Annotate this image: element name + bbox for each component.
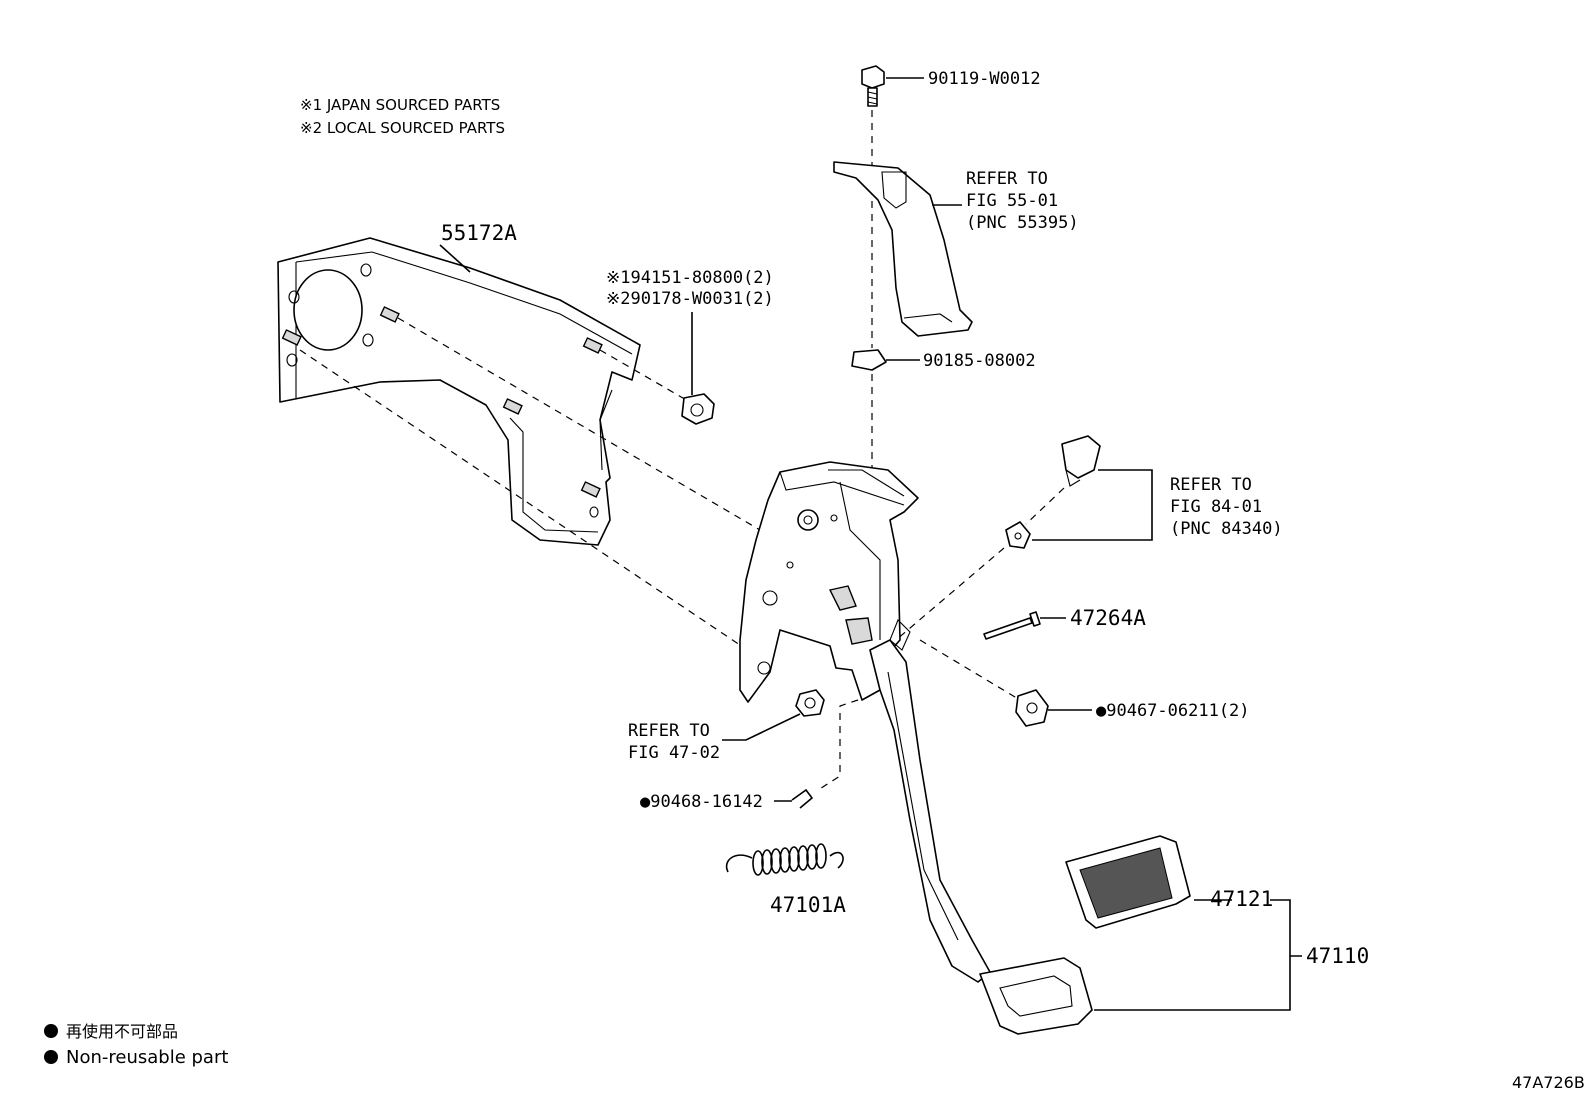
return-spring-47101a[interactable] <box>725 843 844 876</box>
label-refer55-line1: REFER TO <box>966 169 1048 189</box>
label-47264a: 47264A <box>1070 606 1146 630</box>
label-47110: 47110 <box>1306 944 1369 968</box>
dash-clip <box>817 699 859 791</box>
legend-bullet-jp <box>44 1024 58 1038</box>
label-90468: ●90468-16142 <box>640 792 763 812</box>
brake-pedal-47110[interactable] <box>869 639 991 983</box>
legend-en: Non-reusable part <box>66 1047 228 1068</box>
label-refer47-line1: REFER TO <box>628 721 710 741</box>
dash-stud-3 <box>599 349 696 406</box>
legend-bullet-en <box>44 1050 58 1064</box>
label-194151: ※194151-80800(2) <box>606 268 774 288</box>
bracket-47110 <box>1094 899 1302 1011</box>
cushion-90467[interactable] <box>1015 689 1049 727</box>
label-refer55-line2: FIG 55-01 <box>966 191 1058 211</box>
label-47121: 47121 <box>1210 887 1273 911</box>
nut-refer47[interactable] <box>795 689 825 717</box>
pedal-pad-47110[interactable] <box>979 957 1093 1035</box>
bracket-55172a[interactable] <box>277 237 641 546</box>
label-55172a: 55172A <box>441 221 517 245</box>
label-refer84-line1: REFER TO <box>1170 475 1252 495</box>
label-refer84-line2: FIG 84-01 <box>1170 497 1262 517</box>
dash-clip-switch <box>895 547 1005 641</box>
leader-55172a <box>439 244 471 273</box>
dash-switch <box>1025 487 1065 525</box>
reinforcement-55395[interactable] <box>833 161 973 337</box>
label-47101a: 47101A <box>770 893 846 917</box>
note-local-sourced: ※2 LOCAL SOURCED PARTS <box>300 119 505 137</box>
label-refer47-line2: FIG 47-02 <box>628 743 720 763</box>
note-japan-sourced: ※1 JAPAN SOURCED PARTS <box>300 96 500 114</box>
label-290178: ※290178-W0031(2) <box>606 289 774 309</box>
bolt-90119[interactable] <box>861 65 885 107</box>
figure-code: 47A726B <box>1512 1073 1585 1092</box>
label-90119: 90119-W0012 <box>928 69 1041 89</box>
label-90185: 90185-08002 <box>923 351 1036 371</box>
label-90467: ●90467-06211(2) <box>1096 701 1250 721</box>
pedal-pad-47121[interactable] <box>1065 835 1191 929</box>
clip-90468[interactable] <box>791 788 814 809</box>
label-refer84-line3: (PNC 84340) <box>1170 519 1283 539</box>
nut-90178[interactable] <box>681 393 715 425</box>
bracket-refer84 <box>1032 469 1153 541</box>
clip-switch[interactable] <box>1005 521 1031 549</box>
nut-90185[interactable] <box>851 349 887 371</box>
leader-refer47 <box>722 713 801 741</box>
dash-cushion <box>919 639 1021 701</box>
pin-47264a[interactable] <box>983 611 1041 640</box>
dash-stud-2 <box>299 349 741 646</box>
dash-stud-1 <box>397 317 761 531</box>
legend-jp: 再使用不可部品 <box>66 1022 178 1041</box>
label-refer55-line3: (PNC 55395) <box>966 213 1079 233</box>
pedal-support-bracket[interactable] <box>739 461 919 703</box>
stop-lamp-switch-84340[interactable] <box>1061 435 1101 487</box>
